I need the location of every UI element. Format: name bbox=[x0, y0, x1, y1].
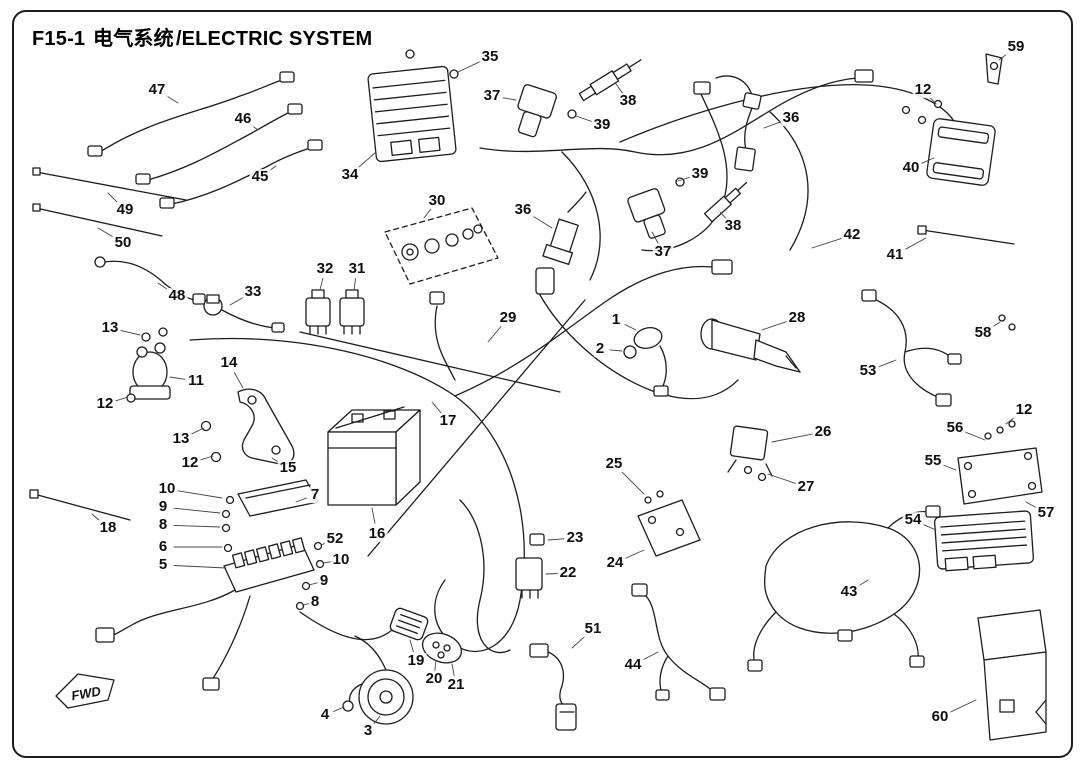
screw-56-icon bbox=[984, 432, 992, 440]
wire-45 bbox=[159, 139, 323, 209]
bracket-55 bbox=[957, 420, 1043, 505]
repair-kit-30 bbox=[384, 207, 499, 285]
fuse-box bbox=[221, 479, 325, 611]
wire-47 bbox=[87, 71, 295, 157]
ignition-coil-rear bbox=[627, 188, 666, 239]
nut-12-icon bbox=[126, 393, 136, 403]
wire-harness-43 bbox=[747, 505, 941, 672]
fwd-label: FWD bbox=[70, 683, 102, 703]
screw-25-icon bbox=[656, 490, 664, 498]
screws-58 bbox=[998, 314, 1016, 331]
wire-53 bbox=[861, 289, 962, 407]
spark-plug-front bbox=[578, 59, 642, 102]
screw-57-icon bbox=[1008, 420, 1016, 428]
title-code: F15-1 bbox=[32, 28, 86, 50]
nut-6-icon bbox=[223, 543, 233, 553]
fwd-arrow: FWD bbox=[55, 673, 115, 709]
fuses bbox=[231, 537, 306, 569]
ecu bbox=[901, 99, 996, 186]
wire-51 bbox=[529, 643, 577, 731]
diagram-title: F15-1 电气系统/ELECTRIC SYSTEM bbox=[32, 22, 374, 51]
nut-13-icon bbox=[158, 327, 168, 337]
starter-relay-11 bbox=[126, 327, 171, 403]
sensor-36-rear bbox=[535, 191, 587, 295]
washer-9-icon bbox=[221, 509, 231, 519]
part-33 bbox=[203, 294, 285, 333]
screw-10-icon bbox=[315, 559, 325, 569]
nut-13-icon bbox=[141, 332, 151, 342]
flasher-26-27 bbox=[727, 425, 773, 482]
wire-44 bbox=[631, 583, 726, 701]
ignition-coil-front bbox=[517, 84, 557, 138]
title-english: ELECTRIC SYSTEM bbox=[181, 28, 373, 50]
part-60 bbox=[977, 609, 1047, 741]
bracket-24-25 bbox=[637, 490, 701, 557]
leader-lines bbox=[91, 52, 1038, 725]
cable-tie-18 bbox=[29, 489, 131, 521]
bracket-14-15 bbox=[200, 388, 295, 465]
screw-35-icon bbox=[405, 49, 415, 59]
nut-13-icon bbox=[200, 420, 212, 432]
wire-48 bbox=[94, 256, 206, 305]
bolt-39-icon bbox=[567, 109, 577, 119]
cable-tie-50 bbox=[32, 203, 163, 237]
connectors-19-20-21 bbox=[389, 607, 463, 664]
screw-12-icon bbox=[996, 426, 1004, 434]
battery bbox=[327, 406, 421, 506]
bolt-2-icon bbox=[623, 345, 637, 359]
title-separator: / bbox=[175, 28, 182, 50]
screw-35-icon bbox=[449, 69, 459, 79]
screw-52-icon bbox=[313, 541, 323, 551]
relay-31 bbox=[339, 289, 365, 335]
spark-plug-rear bbox=[703, 181, 748, 223]
bolt-4-icon bbox=[342, 700, 354, 712]
voltage-regulator bbox=[367, 49, 459, 163]
cable-tie-41 bbox=[917, 225, 1015, 245]
nut-12-icon bbox=[210, 451, 222, 463]
washer-9-icon bbox=[301, 581, 311, 591]
screw-10-icon bbox=[225, 495, 235, 505]
cable-tie-49 bbox=[32, 167, 187, 201]
bracket-59 bbox=[985, 53, 1003, 85]
title-chinese: 电气系统 bbox=[93, 28, 174, 50]
washer-8-icon bbox=[295, 601, 305, 611]
relay-32 bbox=[305, 289, 331, 335]
screw-27-icon bbox=[743, 465, 753, 475]
wire-46 bbox=[135, 103, 303, 185]
horn bbox=[342, 669, 414, 725]
controller-54 bbox=[933, 510, 1035, 572]
screw-25-icon bbox=[644, 496, 652, 504]
relay-22-23 bbox=[515, 533, 545, 599]
screw-27-icon bbox=[757, 472, 767, 482]
ignition-switch bbox=[700, 318, 801, 373]
sensor-1-2 bbox=[623, 327, 669, 397]
washer-8-icon bbox=[221, 523, 231, 533]
main-wire-harness bbox=[95, 69, 959, 691]
sensor-36-front bbox=[715, 75, 762, 172]
